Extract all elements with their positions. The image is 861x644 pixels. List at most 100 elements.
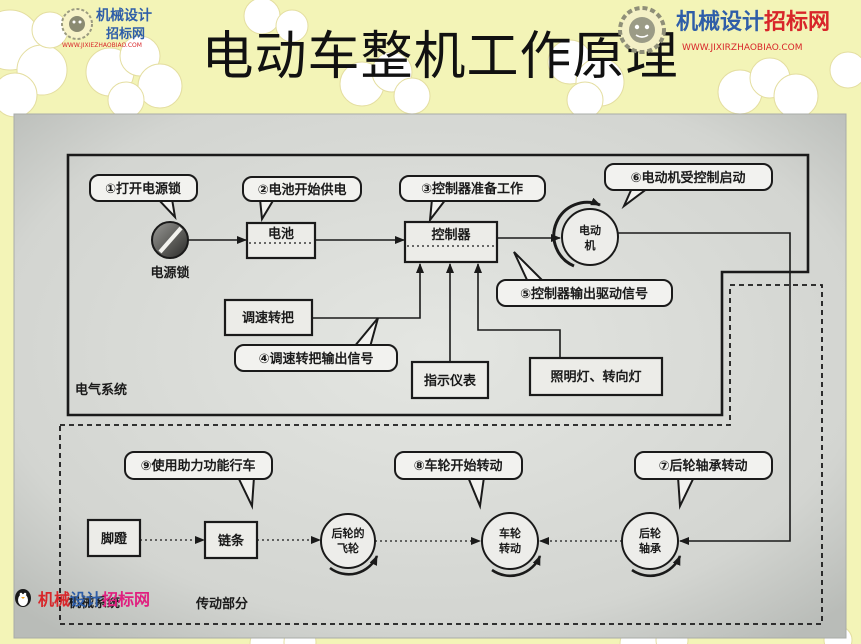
sunflower-emblem-icon bbox=[61, 8, 93, 40]
logo-bottom-left[interactable]: 机械设计招标网 bbox=[12, 584, 188, 610]
motor-label-line: 机 bbox=[585, 238, 596, 252]
wheel-label-line: 车轮 bbox=[499, 526, 521, 540]
step-7-text: ⑦后轮轴承转动 bbox=[658, 458, 747, 474]
callout-tail bbox=[466, 476, 486, 510]
rear-bearing-circle bbox=[621, 512, 679, 570]
callout-tail bbox=[428, 198, 449, 224]
battery-label: 电池 bbox=[268, 226, 294, 242]
wheel-label-line: 转动 bbox=[499, 541, 521, 555]
callout-bubble bbox=[604, 163, 773, 191]
power-lock-node: 电源锁 bbox=[150, 221, 190, 281]
callout-bubble bbox=[234, 344, 398, 372]
slide-title: 电动车整机工作原理 bbox=[201, 27, 679, 87]
cloud-decoration bbox=[0, 9, 69, 118]
controller-node: 控制器 bbox=[403, 220, 499, 264]
cloud-decoration bbox=[717, 51, 861, 119]
logo-name-part: 设计 bbox=[70, 590, 103, 609]
electrical-system-outline bbox=[66, 153, 810, 417]
callout-bubble bbox=[634, 451, 773, 480]
callout-bubble bbox=[124, 451, 273, 480]
rotation-arrow-icon bbox=[491, 555, 542, 578]
meter-box bbox=[410, 360, 490, 400]
step-5-text: ⑤控制器输出驱动信号 bbox=[520, 286, 648, 302]
callout-bubble bbox=[394, 451, 523, 480]
key-slot bbox=[158, 226, 183, 254]
callout-tail bbox=[351, 317, 379, 348]
step-5-callout: ⑤控制器输出驱动信号 bbox=[496, 251, 673, 307]
logo-url: WWW.JIXIRZHAOBIAO.COM bbox=[682, 43, 803, 53]
rear-bearing-label-line: 后轮 bbox=[639, 526, 661, 540]
rotation-arrow-icon bbox=[552, 197, 601, 268]
callout-bubble bbox=[242, 176, 362, 202]
step-9-callout: ⑨使用助力功能行车 bbox=[124, 451, 273, 510]
pedal-node: 脚蹬 bbox=[86, 518, 142, 558]
logo-url: WWW.JIXIEZHAOBIAO.COM bbox=[62, 42, 142, 49]
mechanical-system-label: 机械系统 bbox=[68, 595, 120, 611]
logo-name: 机械设计招标网 bbox=[676, 4, 830, 36]
freewheel-label-line: 飞轮 bbox=[337, 541, 359, 555]
step-8-callout: ⑧车轮开始转动 bbox=[394, 451, 523, 510]
transmission-label: 传动部分 bbox=[195, 596, 248, 612]
penguin-icon bbox=[15, 589, 31, 607]
wheel-circle bbox=[481, 512, 539, 570]
callout-bubble bbox=[399, 175, 546, 202]
gear-emblem-icon bbox=[618, 6, 666, 54]
logo-top-left[interactable]: 机械设计 招标网 WWW.JIXIEZHAOBIAO.COM bbox=[58, 3, 180, 51]
motor-circle bbox=[561, 208, 619, 266]
step-9-text: ⑨使用助力功能行车 bbox=[140, 458, 255, 474]
step-3-callout: ③控制器准备工作 bbox=[399, 175, 546, 224]
battery-node: 电池 bbox=[245, 221, 317, 260]
step-8-text: ⑧车轮开始转动 bbox=[413, 458, 502, 474]
cloud-decoration bbox=[85, 35, 183, 119]
step-1-callout: ①打开电源锁 bbox=[89, 174, 198, 221]
step-4-text: ④调速转把输出信号 bbox=[258, 351, 373, 367]
step-6-text: ⑥电动机受控制启动 bbox=[630, 170, 745, 186]
logo-name-part: 招标网 bbox=[102, 590, 151, 609]
chain-label: 链条 bbox=[217, 533, 245, 549]
logo-name-line1: 机械设计 bbox=[96, 8, 152, 24]
step-6-callout: ⑥电动机受控制启动 bbox=[604, 163, 773, 210]
freewheel-circle bbox=[320, 513, 376, 569]
step-1-text: ①打开电源锁 bbox=[105, 181, 181, 197]
motor-label-line: 电动 bbox=[579, 223, 601, 237]
motor-to-rear-bearing-arrow bbox=[618, 232, 791, 545]
logo-top-right[interactable]: 机械设计招标网 WWW.JIXIRZHAOBIAO.COM bbox=[612, 2, 857, 58]
step-4-callout: ④调速转把输出信号 bbox=[234, 317, 398, 372]
step-2-text: ②电池开始供电 bbox=[257, 182, 346, 198]
rotation-arrow-icon bbox=[631, 555, 682, 578]
logo-name-part: 机械设计 bbox=[676, 9, 765, 35]
callout-bubble bbox=[496, 279, 673, 307]
lights-to-controller-arrow bbox=[474, 263, 561, 358]
logo-name-part: 招标网 bbox=[764, 9, 831, 35]
meter-label: 指示仪表 bbox=[424, 373, 477, 389]
motor-node: 电动 机 bbox=[552, 197, 619, 268]
chain-box bbox=[203, 520, 259, 560]
logo-name-line2: 招标网 bbox=[106, 27, 146, 42]
throttle-to-controller-arrow bbox=[312, 263, 424, 319]
throttle-label: 调速转把 bbox=[242, 310, 294, 326]
logo-name: 机械设计招标网 bbox=[38, 586, 150, 610]
wheel-node: 车轮 转动 bbox=[481, 512, 542, 578]
lights-node: 照明灯、转向灯 bbox=[528, 356, 664, 397]
callout-tail bbox=[676, 476, 696, 510]
chain-node: 链条 bbox=[203, 520, 259, 560]
rear-bearing-label-line: 轴承 bbox=[639, 541, 662, 555]
freewheel-node: 后轮的 飞轮 bbox=[320, 513, 379, 576]
rear-bearing-node: 后轮 轴承 bbox=[621, 512, 682, 578]
power-lock-label: 电源锁 bbox=[150, 265, 189, 281]
pedal-box bbox=[86, 518, 142, 558]
electrical-system-label: 电气系统 bbox=[75, 382, 127, 398]
mechanical-system-outline bbox=[59, 284, 823, 625]
throttle-box bbox=[223, 298, 314, 337]
meter-node: 指示仪表 bbox=[410, 360, 490, 400]
pedal-label: 脚蹬 bbox=[101, 531, 128, 547]
callout-bubble bbox=[89, 174, 198, 202]
lights-box bbox=[528, 356, 664, 397]
step-7-callout: ⑦后轮轴承转动 bbox=[634, 451, 773, 510]
controller-box bbox=[403, 220, 499, 264]
rotation-arrow-icon bbox=[329, 555, 379, 576]
throttle-node: 调速转把 bbox=[223, 298, 314, 337]
callout-tail bbox=[513, 251, 547, 283]
